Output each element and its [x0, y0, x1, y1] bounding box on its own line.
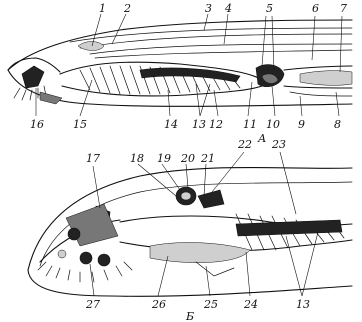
callout-5: 5 [266, 2, 273, 15]
callout-3: 3 [205, 2, 212, 15]
callout-7: 7 [340, 2, 347, 15]
callout-21: 21 [200, 152, 215, 165]
callout-6: 6 [312, 2, 319, 15]
callout-26: 26 [151, 298, 166, 311]
callout-19: 19 [157, 152, 171, 165]
callout-18: 18 [130, 152, 144, 165]
callout-10: 10 [266, 118, 280, 131]
callout-4: 4 [224, 2, 232, 15]
callout-25: 25 [203, 298, 218, 311]
callout-12: 12 [209, 118, 223, 131]
callout-1: 1 [99, 2, 106, 15]
callout-9: 9 [298, 118, 305, 131]
panel-b-drawing [28, 168, 352, 297]
callout-11: 11 [243, 118, 257, 131]
callout-23: 23 [271, 138, 286, 151]
panel-a-label: А [257, 132, 266, 145]
callout-2: 2 [123, 2, 131, 15]
panel-b-label: Б [185, 310, 194, 322]
panel-a-drawing [8, 20, 352, 106]
callout-15: 15 [73, 118, 87, 131]
callout-8: 8 [334, 118, 341, 131]
callout-22: 22 [237, 138, 252, 151]
callout-17: 17 [86, 152, 100, 165]
callout-13: 13 [192, 118, 206, 131]
callout-27: 27 [85, 298, 100, 311]
callout-16: 16 [30, 118, 44, 131]
callout-14: 14 [164, 118, 178, 131]
callout-13b: 13 [296, 298, 310, 311]
callout-20: 20 [180, 152, 195, 165]
callout-24: 24 [243, 298, 258, 311]
